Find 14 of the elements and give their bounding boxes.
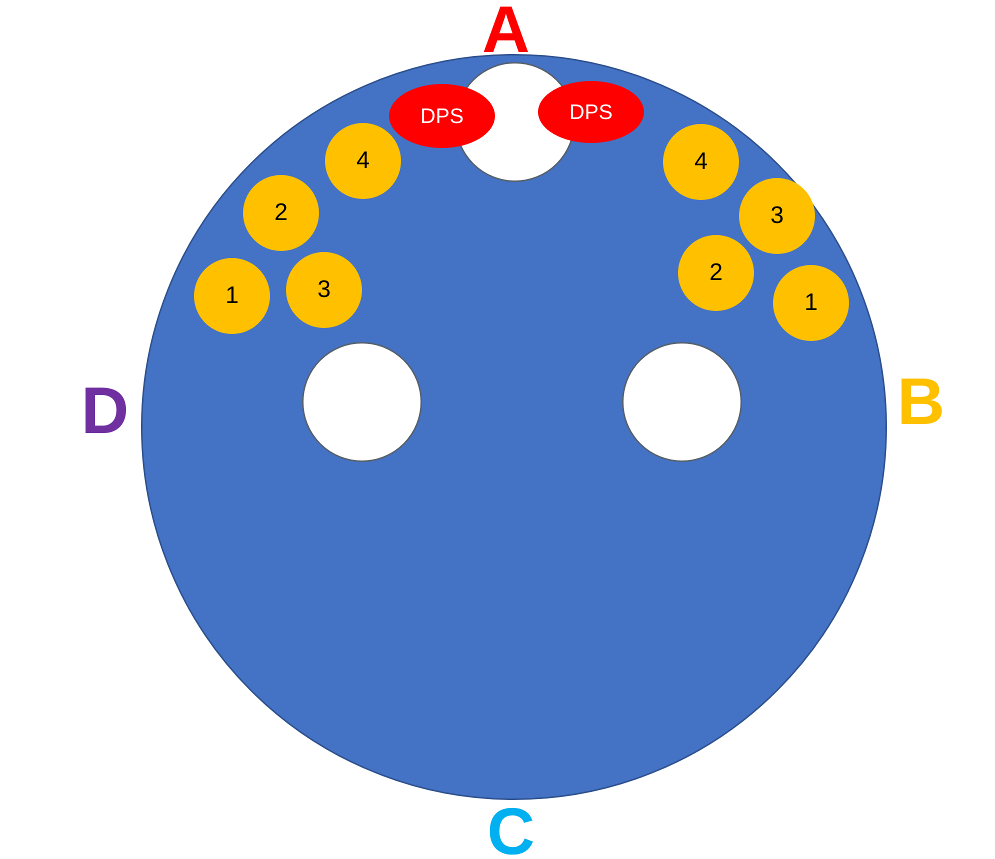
- position-number: 3: [317, 278, 331, 302]
- position-number: 2: [709, 261, 723, 285]
- position-number: 3: [770, 204, 784, 228]
- position-number: 4: [694, 150, 708, 174]
- role-label: DPS: [569, 102, 613, 122]
- role-label: DPS: [420, 106, 464, 126]
- direction-letter: C: [487, 798, 535, 859]
- direction-letter: A: [482, 0, 530, 62]
- position-number: 4: [356, 149, 370, 173]
- direction-letter: D: [81, 377, 129, 443]
- position-number: 1: [804, 291, 818, 315]
- direction-letter: B: [897, 368, 945, 434]
- position-number: 2: [274, 201, 288, 225]
- position-number: 1: [225, 284, 239, 308]
